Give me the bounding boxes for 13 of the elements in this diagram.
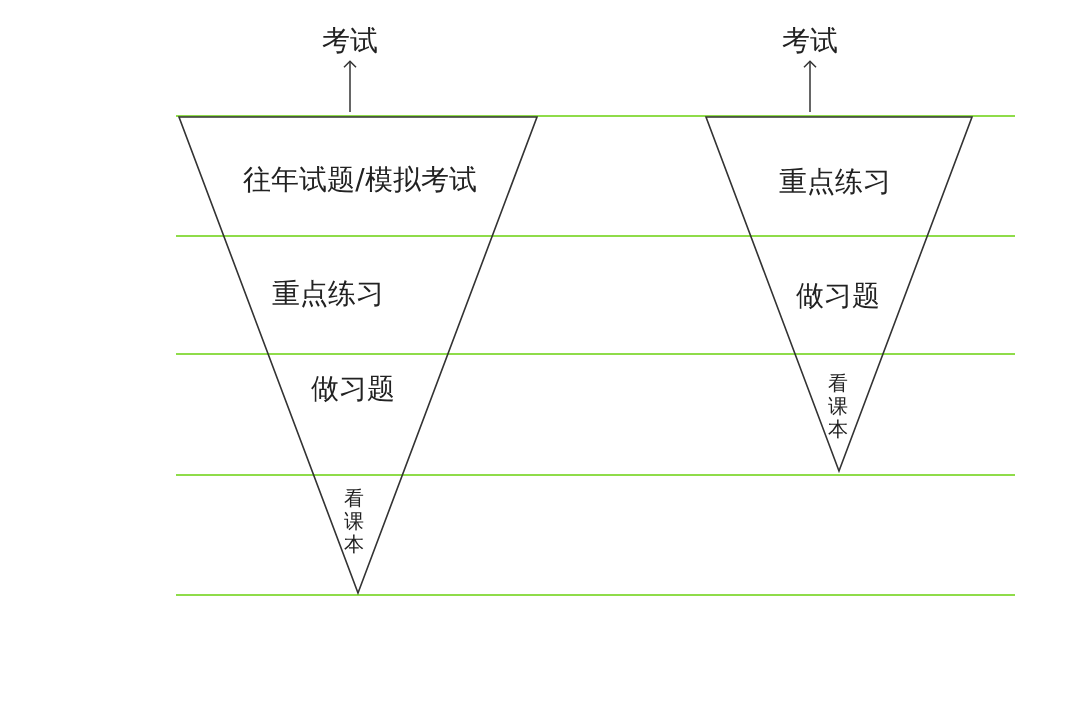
layer-label: 重点练习 bbox=[779, 165, 891, 199]
inverted-triangle bbox=[705, 116, 973, 472]
layer-label: 做习题 bbox=[311, 372, 395, 406]
vertical-layer-label: 看课本 bbox=[826, 371, 850, 441]
layer-label: 往年试题/模拟考试 bbox=[243, 163, 477, 197]
arrow bbox=[803, 60, 817, 113]
arrow bbox=[343, 60, 357, 113]
vertical-layer-label: 看课本 bbox=[342, 486, 366, 556]
goal-label: 考试 bbox=[310, 25, 390, 58]
goal-label: 考试 bbox=[770, 25, 850, 58]
layer-label: 做习题 bbox=[796, 279, 880, 313]
inverted-triangle bbox=[178, 116, 538, 594]
layer-label: 重点练习 bbox=[272, 277, 384, 311]
